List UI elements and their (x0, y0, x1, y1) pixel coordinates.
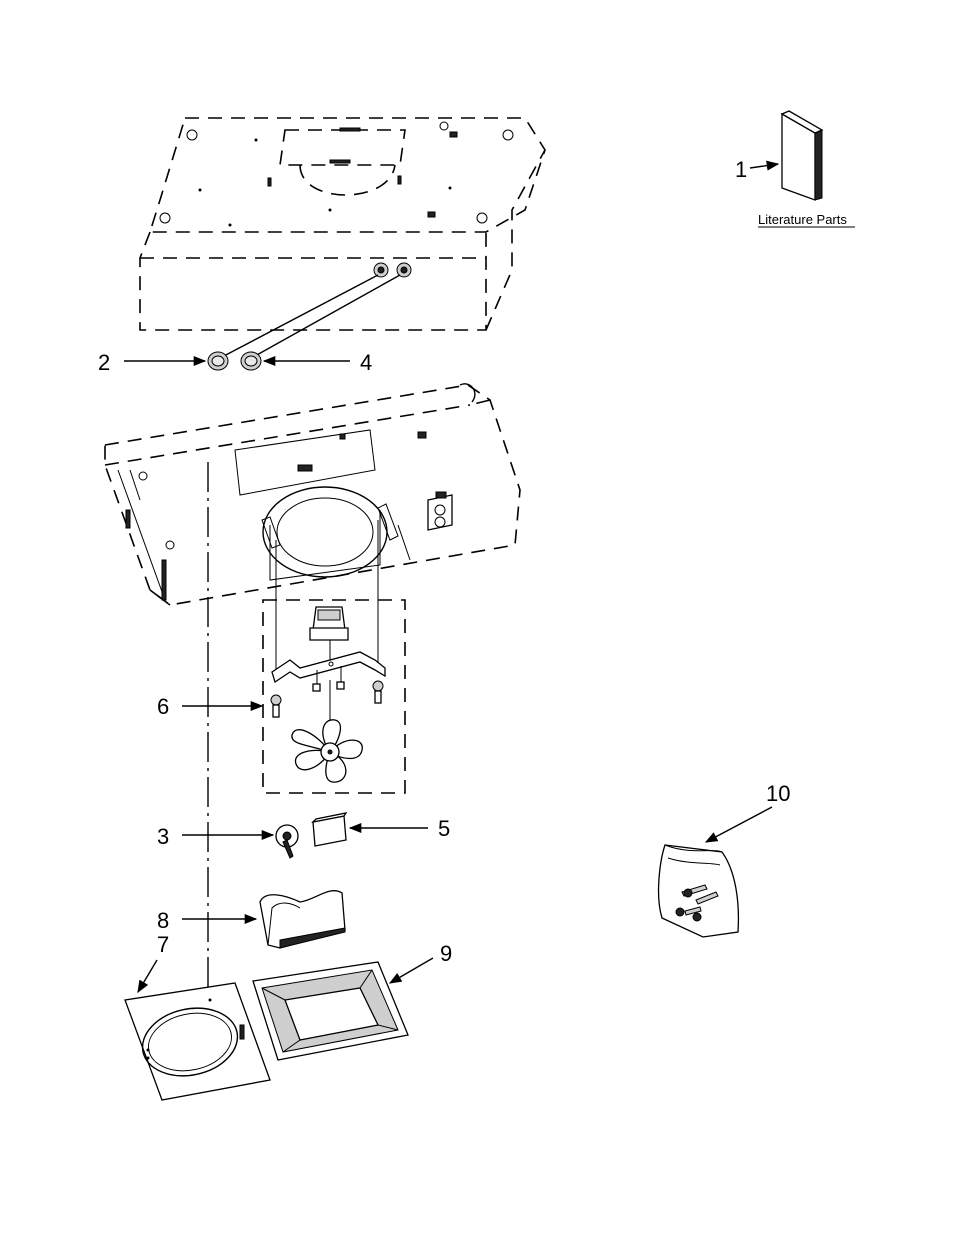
literature-book-icon (782, 111, 822, 200)
part-2-knob-icon (208, 352, 228, 370)
hood-keyhole-icons (160, 122, 513, 223)
screw-left-icon (271, 695, 281, 717)
motor-assembly-group (263, 520, 405, 793)
callout-5: 5 (438, 816, 450, 841)
part-9-frame-icon (253, 962, 408, 1060)
nut-left-icon (313, 684, 320, 691)
hood-knob-left-icon (374, 263, 388, 277)
motor-bracket-icon (272, 652, 385, 682)
callout-7: 7 (157, 932, 169, 957)
callout-2: 2 (98, 350, 110, 375)
part-7-mounting-plate-icon (125, 983, 270, 1100)
callout-9: 9 (440, 941, 452, 966)
motor-icon (310, 607, 348, 662)
hood-top-housing (140, 118, 545, 330)
callout-1: 1 (735, 157, 747, 182)
callout-4: 4 (360, 350, 372, 375)
callout-8: 8 (157, 908, 169, 933)
screw-right-icon (373, 681, 383, 703)
part-5-filter-icon (313, 813, 346, 846)
hood-small-marks (199, 128, 458, 227)
callout-3: 3 (157, 824, 169, 849)
part-3-control-knob-icon (276, 825, 298, 858)
switch-box-icon (428, 492, 452, 530)
hood-body-assembly (105, 384, 520, 605)
part-8-damper-icon (260, 891, 345, 948)
literature-parts-label: Literature Parts (758, 212, 847, 227)
nut-right-icon (337, 682, 344, 689)
part-4-knob-icon (241, 352, 261, 370)
part-10-hardware-bag-icon (659, 845, 739, 937)
callout-6: 6 (157, 694, 169, 719)
fan-blade-icon (292, 680, 362, 782)
callout-10: 10 (766, 781, 790, 806)
